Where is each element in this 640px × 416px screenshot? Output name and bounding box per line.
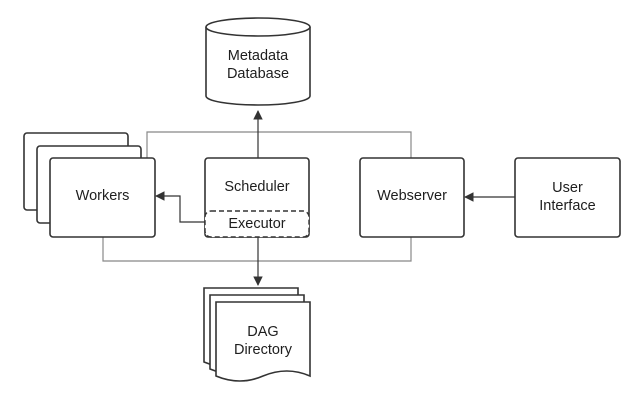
dag-directory-node [203, 287, 311, 382]
workers-node [23, 132, 156, 238]
executor-node [204, 210, 310, 238]
arrow-executor-to-workers [155, 191, 205, 223]
bottom-bus-line [102, 237, 412, 262]
user-interface-node [514, 157, 621, 238]
metadata-database-node [205, 17, 311, 106]
arrows [155, 110, 515, 286]
connectors [102, 131, 412, 262]
top-bus-line [146, 131, 412, 158]
webserver-node [359, 157, 465, 238]
